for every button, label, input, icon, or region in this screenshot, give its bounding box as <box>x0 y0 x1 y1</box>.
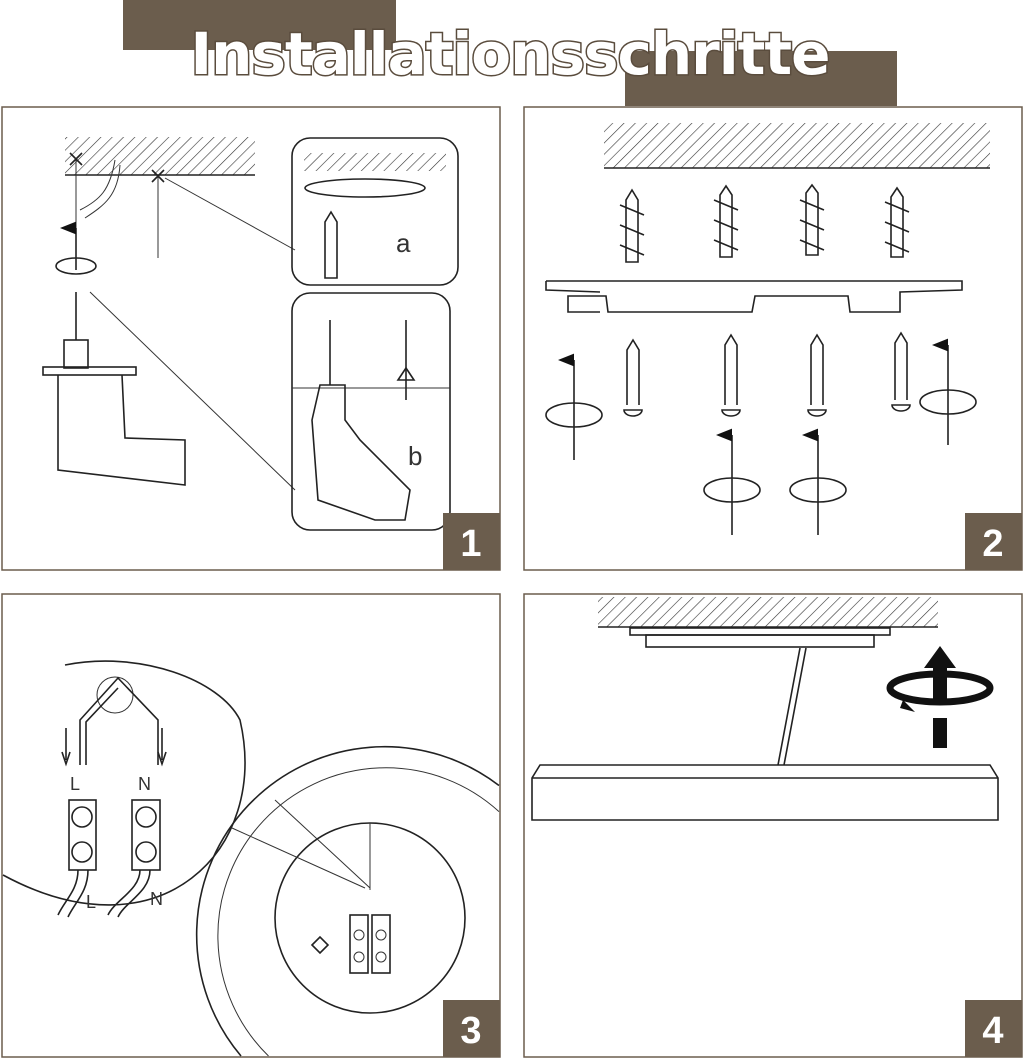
lamp-inner-rim <box>217 767 500 1057</box>
banner-block-right <box>625 51 897 106</box>
step-3-panel: L N L N 3 <box>1 593 501 1058</box>
mounting-plate <box>545 280 963 313</box>
arrow-down-icon <box>157 728 167 767</box>
label-a: a <box>396 228 411 258</box>
label-neutral-wire: N <box>150 889 163 909</box>
step-number: 4 <box>982 1010 1003 1052</box>
step-number: 1 <box>460 523 481 565</box>
step-badge <box>443 513 500 570</box>
lamp-body <box>531 764 999 821</box>
step-1-panel: a b 1 <box>1 106 501 571</box>
arrow-down-icon <box>61 728 71 767</box>
wall-anchors <box>619 183 910 263</box>
lamp-outer-rim <box>195 745 500 1057</box>
ceiling-hatch <box>604 123 990 168</box>
label-live-wire: L <box>86 892 96 912</box>
inset-b: b <box>291 292 451 531</box>
label-b: b <box>408 441 422 471</box>
ceiling-hatch <box>65 137 255 175</box>
inset-a: a <box>291 137 459 286</box>
wiring-inset: L N L N <box>57 676 167 918</box>
screws <box>623 331 911 417</box>
step-badge <box>965 513 1022 570</box>
banner-block-left <box>123 0 396 50</box>
step-2-panel: 2 <box>523 106 1023 571</box>
step-4-panel: 4 <box>523 593 1023 1058</box>
label-neutral: N <box>138 774 151 794</box>
label-live: L <box>70 774 80 794</box>
cable <box>777 647 807 766</box>
drill-bit-illustration <box>42 292 186 486</box>
step-badge <box>443 1000 500 1057</box>
terminal-block-small <box>349 914 391 974</box>
step-number: 2 <box>982 523 1003 565</box>
rotate-icon <box>55 257 97 275</box>
step-number: 3 <box>460 1010 481 1052</box>
rotate-up-icon <box>886 646 994 748</box>
step-badge <box>965 1000 1022 1057</box>
page-title: Installationsschritte <box>191 20 830 88</box>
rotate-arrow-icons <box>545 338 977 535</box>
title-banner: Installationsschritte <box>123 0 897 106</box>
screw-icon <box>310 935 330 955</box>
drill-icon <box>311 384 411 521</box>
terminal-block <box>68 799 161 871</box>
ceiling-hatch <box>598 597 938 627</box>
